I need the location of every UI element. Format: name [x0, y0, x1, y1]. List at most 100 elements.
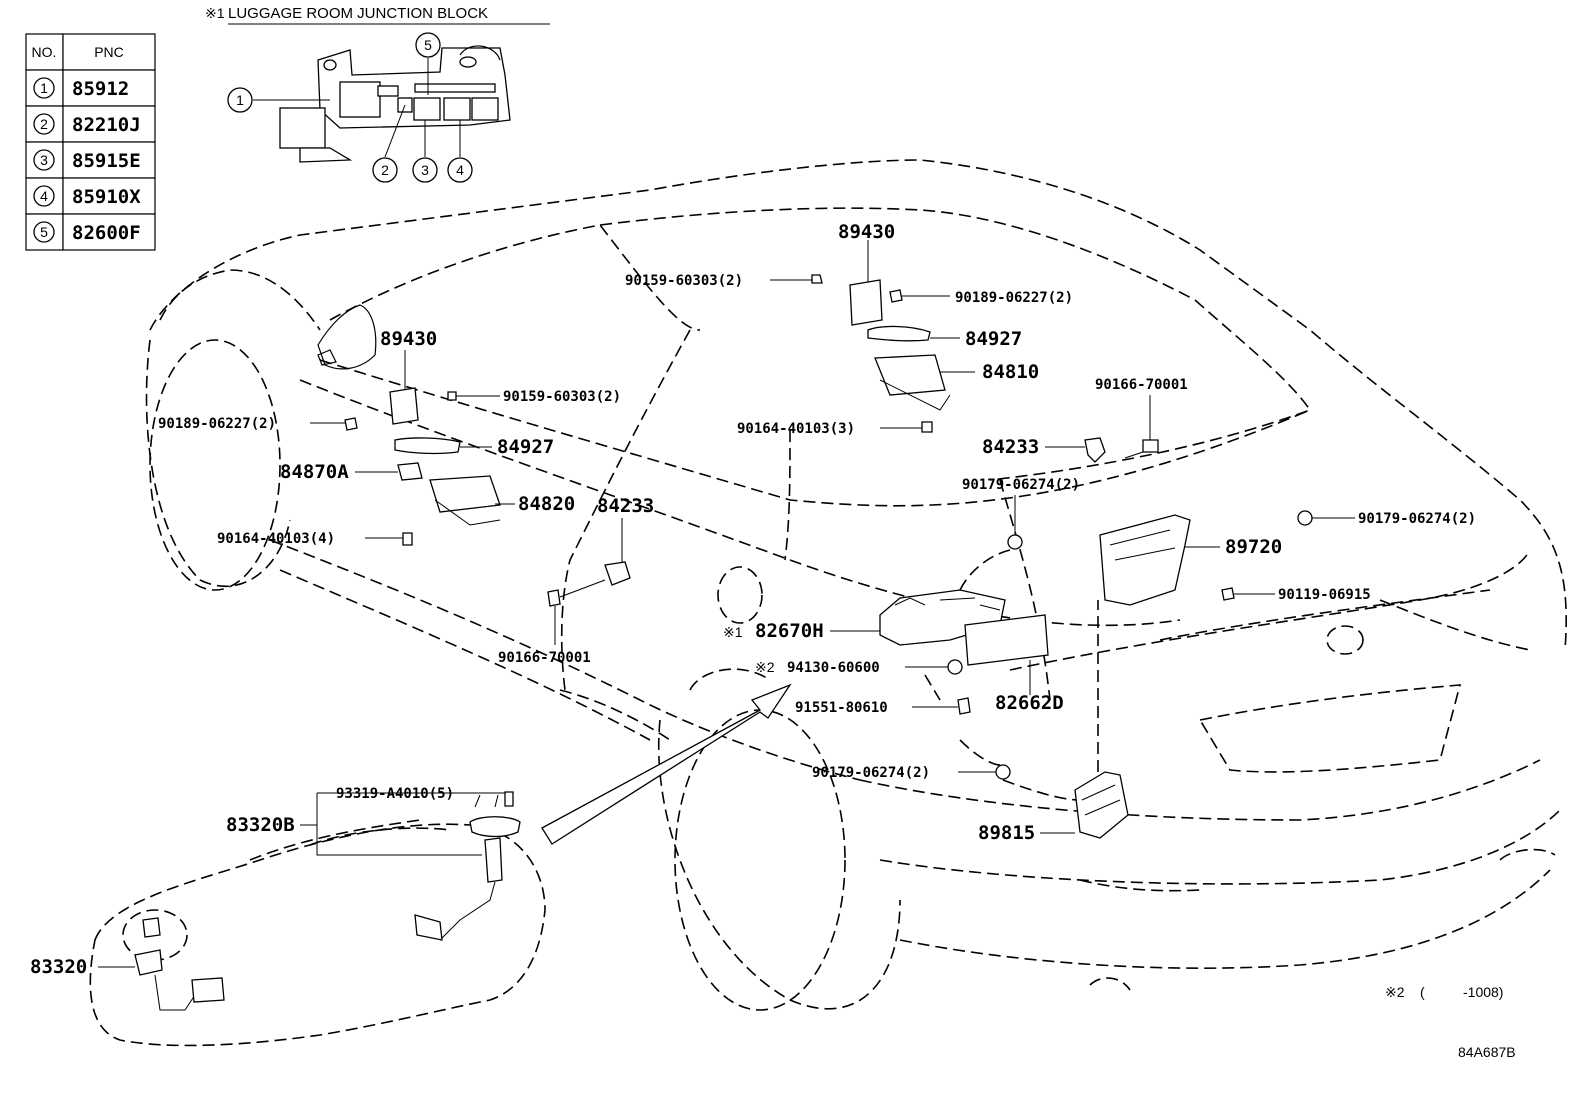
- label-83320: 83320: [30, 956, 87, 978]
- label-90159-left: 90159-60303(2): [503, 389, 621, 405]
- label-90189-right: 90189-06227(2): [955, 290, 1073, 306]
- callout-circle-1: [227, 87, 253, 113]
- illustration-code: 84A687B: [1458, 1044, 1516, 1060]
- cover-84870a: [397, 462, 423, 481]
- label-84233-right: 84233: [982, 436, 1039, 458]
- bolt-icon: [957, 697, 971, 715]
- table-row-pnc: 82600F: [72, 222, 141, 244]
- antenna-89430-right: [849, 279, 883, 326]
- switch-84810: [874, 354, 946, 396]
- table-row: 5 82600F: [25, 213, 156, 251]
- footnotes: ※2 ( -1008) 84A687B: [1385, 984, 1516, 1060]
- sensor-84233-left: [604, 561, 631, 586]
- label-94130: 94130-60600: [787, 660, 880, 676]
- label-90179-c: 90179-06274(2): [812, 765, 930, 781]
- sensor-84233-right: [1084, 437, 1106, 463]
- sensor-left-group: 84233 90166-70001: [498, 495, 654, 666]
- label-84927-left: 84927: [497, 436, 554, 458]
- ecu-89720: [1099, 514, 1191, 606]
- front-door-handle-group: 89430 90159-60303(2) 90189-06227(2) 8492…: [158, 328, 621, 547]
- label-89815: 89815: [978, 822, 1035, 844]
- label-82670h-marker: ※1: [723, 624, 743, 640]
- cover-82662d: [964, 614, 1049, 666]
- table-row-pnc: 82210J: [72, 114, 141, 136]
- table-row: 4 85910X: [25, 177, 156, 215]
- sender-gauge-83320: [134, 949, 163, 976]
- table-row-no: 4: [40, 188, 48, 204]
- sender-gauge-body: [142, 917, 161, 938]
- bolt-icon: [1142, 439, 1159, 453]
- header-title: LUGGAGE ROOM JUNCTION BLOCK: [228, 5, 488, 22]
- table-header-pnc: PNC: [94, 44, 124, 60]
- screw-icon: [504, 791, 514, 807]
- key-receiver-group: ※1 82670H 82662D ※2 94130-60600 91551-80…: [723, 549, 1064, 716]
- pnc-table: NO. PNC 1 85912 2 82210J 3 85915E 4 8591…: [25, 33, 156, 251]
- header-marker: ※1: [205, 5, 225, 21]
- callout-1: 1: [236, 92, 244, 108]
- clip-icon: [344, 417, 358, 431]
- label-90189-left: 90189-06227(2): [158, 416, 276, 432]
- fuel-tank: [89, 823, 546, 1047]
- bolt-icon: [1221, 587, 1235, 601]
- sensor-right-group: 90166-70001 84233: [982, 377, 1188, 463]
- label-90179-a: 90179-06274(2): [962, 477, 1080, 493]
- trunk-ecu-group: 90179-06274(2) 90179-06274(2) 89720 9011…: [962, 477, 1476, 606]
- label-90166-left: 90166-70001: [498, 650, 591, 666]
- switch-84820: [429, 475, 501, 513]
- car-body-outline: [145, 159, 1567, 1011]
- clip-icon: [889, 289, 903, 303]
- rear-door-handle-group: 89430 90159-60303(2) 90189-06227(2) 8492…: [625, 221, 1073, 437]
- table-row-pnc: 85910X: [72, 186, 141, 208]
- table-row-no: 2: [40, 116, 48, 132]
- footnote-paren: (: [1420, 984, 1425, 1000]
- callout-2: 2: [381, 162, 389, 178]
- label-89430-right: 89430: [838, 221, 895, 243]
- footnote-marker: ※2: [1385, 984, 1405, 1000]
- label-90166-right: 90166-70001: [1095, 377, 1188, 393]
- junction-block-illustration: [279, 45, 511, 163]
- label-89430-left: 89430: [380, 328, 437, 350]
- callout-circle-3: [412, 157, 438, 183]
- arrow-icon: [541, 683, 792, 845]
- label-89720: 89720: [1225, 536, 1282, 558]
- label-84810: 84810: [982, 361, 1039, 383]
- table-row-no: 5: [40, 224, 48, 240]
- label-84870a: 84870A: [280, 461, 349, 483]
- label-83320b: 83320B: [226, 814, 295, 836]
- junction-callouts: 1 2 3 4 5: [227, 32, 473, 183]
- ecu-89815-group: 90179-06274(2) 89815: [812, 600, 1129, 844]
- location-arrow: [541, 683, 792, 845]
- label-91551: 91551-80610: [795, 700, 888, 716]
- label-90164-left: 90164-40103(4): [217, 531, 335, 547]
- table-row: 3 85915E: [25, 141, 156, 179]
- handle-84927-right: [867, 325, 931, 342]
- table-row: 1 85912: [25, 69, 156, 107]
- table-row-no: 3: [40, 152, 48, 168]
- screw-icon: [921, 421, 933, 433]
- label-93319: 93319-A4010(5): [336, 786, 454, 802]
- connector-icon: [191, 977, 225, 1003]
- handle-84927-left: [394, 437, 461, 455]
- callout-circle-2: [372, 157, 398, 183]
- table-row-pnc: 85915E: [72, 150, 141, 172]
- fuel-tank-group: 93319-A4010(5) 83320B 83320: [30, 786, 546, 1047]
- label-90164-right: 90164-40103(3): [737, 421, 855, 437]
- module-89815: [1074, 771, 1129, 839]
- bolt-icon: [547, 589, 561, 607]
- callout-circle-4: [447, 157, 473, 183]
- float-arm-icon: [414, 914, 443, 941]
- nut-icon: [1297, 510, 1313, 526]
- label-82662d: 82662D: [995, 692, 1064, 714]
- nut-icon: [995, 764, 1011, 780]
- fuel-pump-body: [484, 837, 503, 883]
- nut-icon: [1007, 534, 1023, 550]
- table-row-no: 1: [40, 80, 48, 96]
- label-84927-right: 84927: [965, 328, 1022, 350]
- label-84820: 84820: [518, 493, 575, 515]
- junction-block-header: ※1 LUGGAGE ROOM JUNCTION BLOCK: [205, 5, 550, 25]
- screw-icon: [402, 532, 413, 546]
- label-82670h: 82670H: [755, 620, 824, 642]
- label-94130-marker: ※2: [755, 659, 775, 675]
